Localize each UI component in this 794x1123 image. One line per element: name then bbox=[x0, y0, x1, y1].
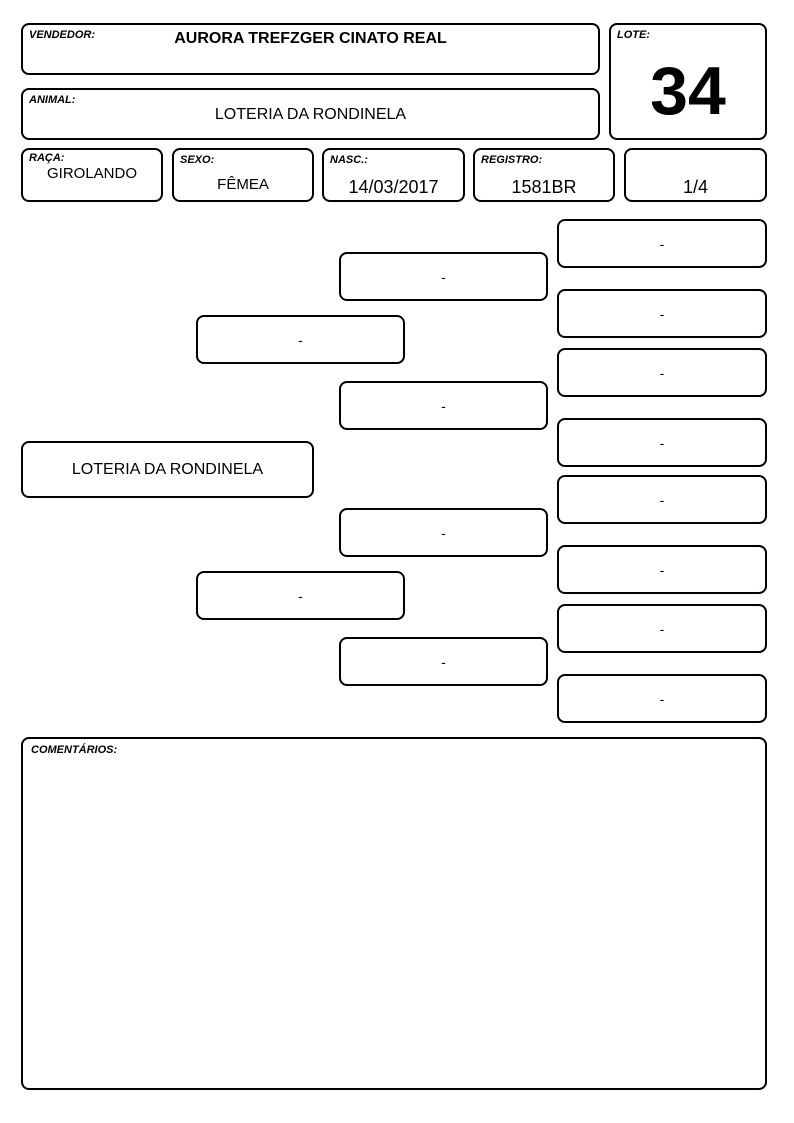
pedigree-great-grandparent-5: - bbox=[557, 475, 767, 524]
animal-value: LOTERIA DA RONDINELA bbox=[214, 106, 407, 123]
raca-box: RAÇA: GIROLANDO bbox=[21, 148, 163, 202]
registro-label: REGISTRO: bbox=[481, 154, 543, 166]
fraction-value: 1/4 bbox=[682, 177, 709, 197]
pedigree-animal: LOTERIA DA RONDINELA bbox=[21, 441, 314, 498]
vendedor-value: AURORA TREFZGER CINATO REAL bbox=[174, 30, 447, 47]
animal-box: ANIMAL: LOTERIA DA RONDINELA bbox=[21, 88, 600, 140]
lote-value: 34 bbox=[650, 53, 726, 129]
nasc-value: 14/03/2017 bbox=[348, 177, 439, 197]
nasc-label: NASC.: bbox=[330, 154, 368, 166]
nasc-box: NASC.: 14/03/2017 bbox=[322, 148, 465, 202]
registro-box: REGISTRO: 1581BR bbox=[473, 148, 615, 202]
registro-value: 1581BR bbox=[511, 177, 577, 197]
animal-label: ANIMAL: bbox=[29, 94, 76, 106]
pedigree-grandparent-3: - bbox=[339, 508, 548, 557]
lote-label: LOTE: bbox=[617, 29, 650, 41]
sexo-value: FÊMEA bbox=[217, 176, 269, 193]
pedigree-dam: - bbox=[196, 571, 405, 620]
sexo-label: SEXO: bbox=[180, 154, 215, 166]
pedigree-sire: - bbox=[196, 315, 405, 364]
pedigree-great-grandparent-2: - bbox=[557, 289, 767, 338]
pedigree-great-grandparent-6: - bbox=[557, 545, 767, 594]
pedigree-great-grandparent-8: - bbox=[557, 674, 767, 723]
raca-label: RAÇA: bbox=[29, 152, 65, 164]
pedigree-great-grandparent-3: - bbox=[557, 348, 767, 397]
raca-value: GIROLANDO bbox=[46, 165, 137, 182]
sexo-box: SEXO: FÊMEA bbox=[172, 148, 314, 202]
fraction-box: 1/4 bbox=[624, 148, 767, 202]
pedigree-great-grandparent-7: - bbox=[557, 604, 767, 653]
comments-box[interactable]: COMENTÁRIOS: bbox=[21, 737, 767, 1090]
pedigree-great-grandparent-4: - bbox=[557, 418, 767, 467]
pedigree-grandparent-1: - bbox=[339, 252, 548, 301]
vendedor-label: VENDEDOR: bbox=[29, 29, 96, 41]
comments-label: COMENTÁRIOS: bbox=[31, 744, 118, 756]
pedigree-great-grandparent-1: - bbox=[557, 219, 767, 268]
pedigree-grandparent-4: - bbox=[339, 637, 548, 686]
lote-box: LOTE: 34 bbox=[609, 23, 767, 140]
pedigree-grandparent-2: - bbox=[339, 381, 548, 430]
vendedor-box: VENDEDOR: AURORA TREFZGER CINATO REAL bbox=[21, 23, 600, 75]
